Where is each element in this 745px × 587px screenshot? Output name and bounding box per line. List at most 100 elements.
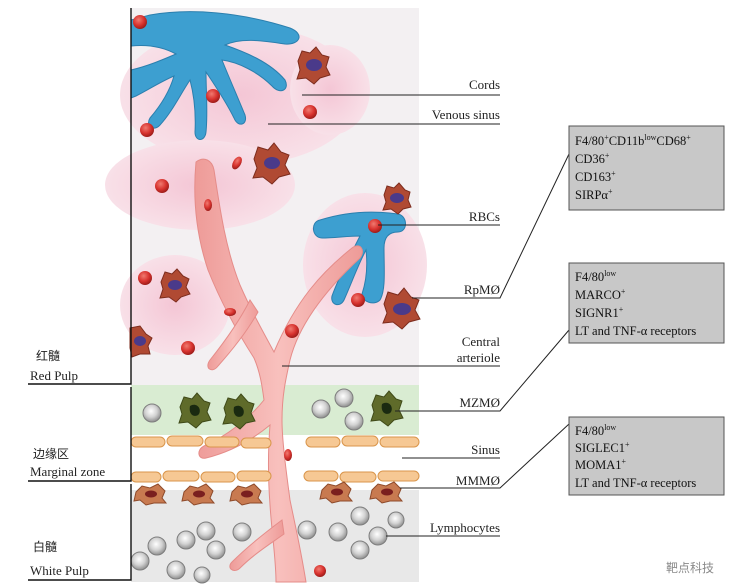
- marker-line: MARCO+: [575, 287, 626, 302]
- macrophage: [382, 182, 412, 215]
- lymphocyte: [193, 566, 211, 584]
- mzm-marker-box: F4/80low MARCO+ SIGNR1+ LT and TNF-α rec…: [568, 262, 725, 344]
- mz-macrophage: [178, 392, 212, 429]
- macrophage: [159, 268, 191, 303]
- rbc: [285, 324, 299, 338]
- lining-cell: [341, 435, 379, 447]
- macrophage: [382, 287, 421, 330]
- lymphocyte: [350, 506, 370, 526]
- label-rbcs: RBCs: [469, 209, 500, 224]
- rbc: [232, 156, 242, 170]
- watermark: 靶点科技: [666, 561, 714, 575]
- mz-macrophage: [222, 393, 256, 430]
- label-sinus: Sinus: [471, 442, 500, 457]
- rpm-marker-box: F4/80+CD11blowCD68+ CD36+ CD163+ SIRPα+: [568, 125, 725, 211]
- lymphocyte: [387, 511, 405, 529]
- arteriole-branch: [229, 519, 285, 571]
- rbc: [314, 565, 326, 577]
- label-mmm: MMMØ: [456, 473, 500, 488]
- lymphocyte: [147, 536, 167, 556]
- mz-macrophage: [370, 390, 404, 427]
- marker-line: F4/80low: [575, 269, 616, 284]
- structure-labels: Cords Venous sinus RBCs RpMØ Central art…: [430, 77, 500, 535]
- marker-line: LT and TNF-α receptors: [575, 476, 696, 490]
- region-red-pulp-cn: 红髓: [36, 348, 60, 363]
- lining-cell: [130, 436, 166, 448]
- marker-line: F4/80+CD11blowCD68+: [575, 133, 691, 148]
- label-rpm: RpMØ: [464, 282, 500, 297]
- marker-line: SIGLEC1+: [575, 440, 630, 455]
- region-marginal-zone-cn: 边缘区: [33, 447, 69, 461]
- label-mzm: MZMØ: [460, 395, 500, 410]
- lining-cell: [204, 436, 240, 448]
- mmm-cells: [133, 481, 404, 506]
- lymphocyte: [176, 530, 196, 550]
- lymphocyte: [166, 560, 186, 580]
- mmm-macrophage: [319, 481, 354, 504]
- marker-line: LT and TNF-α receptors: [575, 324, 696, 338]
- lymphocyte: [350, 540, 370, 560]
- lymphocyte: [334, 388, 354, 408]
- venous-sinus-shape: [130, 11, 300, 140]
- lymphocyte: [232, 522, 252, 542]
- mzm-leader: [395, 329, 570, 412]
- label-venous-sinus: Venous sinus: [432, 107, 500, 122]
- lymphocyte: [344, 411, 364, 431]
- rbc: [368, 219, 382, 233]
- lining-cell: [377, 470, 420, 482]
- marginal-zone-cells: [142, 388, 404, 431]
- lymphocyte: [368, 526, 388, 546]
- lining-cell: [303, 470, 339, 482]
- lymphocyte: [206, 540, 226, 560]
- marker-line: CD163+: [575, 169, 616, 184]
- rbc: [224, 308, 236, 316]
- rbc: [155, 179, 169, 193]
- lymphocyte: [142, 403, 162, 423]
- white-pulp-bracket: [28, 484, 132, 581]
- rbc: [303, 105, 317, 119]
- mmm-macrophage: [133, 483, 168, 506]
- white-pulp-lymphocytes: [130, 506, 405, 584]
- mmm-macrophage: [369, 481, 404, 504]
- marker-box-mzm: [568, 262, 725, 344]
- rpm-leader: [412, 153, 570, 299]
- mmm-leader: [400, 423, 570, 489]
- lymphocyte: [130, 551, 150, 571]
- rbc: [206, 89, 220, 103]
- lining-cell: [305, 436, 341, 448]
- lining-cell: [236, 470, 272, 482]
- macrophage: [129, 325, 153, 358]
- label-cords: Cords: [469, 77, 500, 92]
- label-central-arteriole-line2: arteriole: [457, 350, 501, 365]
- lining-cell: [339, 471, 377, 483]
- central-arteriole: [194, 158, 363, 583]
- label-central-arteriole-line1: Central: [462, 334, 501, 349]
- marker-line: MOMA1+: [575, 457, 627, 472]
- arteriole-branch: [207, 299, 259, 371]
- label-lymphocytes: Lymphocytes: [430, 520, 500, 535]
- region-white-pulp-en: White Pulp: [30, 563, 89, 578]
- lining-cell: [130, 471, 162, 483]
- mmm-macrophage: [181, 483, 216, 506]
- lymphocyte: [328, 522, 348, 542]
- lymphocyte: [196, 521, 216, 541]
- macrophage: [252, 142, 291, 185]
- region-white-pulp-cn: 白髓: [33, 539, 57, 554]
- leader-lines: [268, 94, 570, 537]
- rbcs: [133, 15, 382, 577]
- rbc: [284, 449, 292, 461]
- rbc: [204, 199, 212, 211]
- marker-box-rpm: [568, 125, 725, 211]
- macrophage: [296, 46, 331, 85]
- marker-line: SIRPα+: [575, 187, 613, 202]
- marker-line: CD36+: [575, 151, 610, 166]
- lining-cell: [166, 435, 204, 447]
- lining-cell: [200, 471, 236, 483]
- rbc: [140, 123, 154, 137]
- rbc: [138, 271, 152, 285]
- lymphocyte: [297, 520, 317, 540]
- sinus-lining: [130, 435, 420, 483]
- arteriole-vessel: [194, 158, 363, 583]
- marker-box-mmm: [568, 416, 725, 496]
